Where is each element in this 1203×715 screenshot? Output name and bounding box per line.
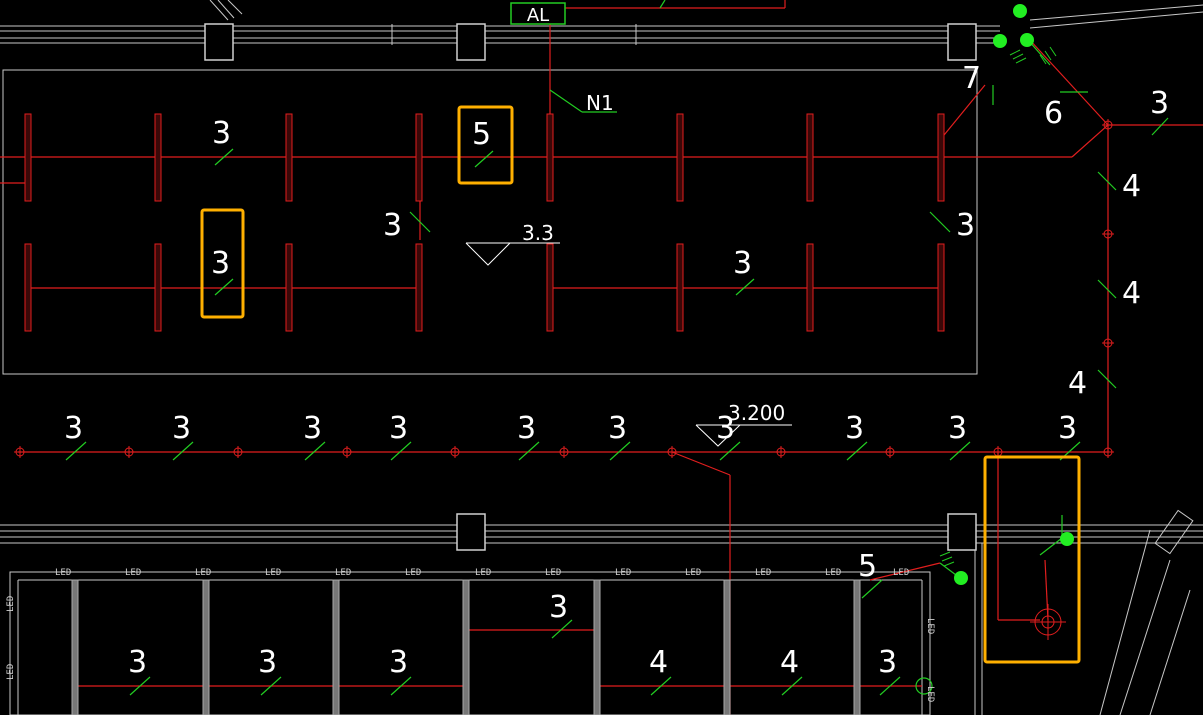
led-label: LED bbox=[335, 568, 351, 578]
count-label: 3 bbox=[608, 411, 627, 446]
count-label: 3 bbox=[212, 116, 231, 151]
elevation-label-corridor: 3.200 bbox=[728, 401, 785, 425]
device-dots bbox=[954, 4, 1074, 585]
led-label: LED bbox=[265, 568, 281, 578]
count-label: 4 bbox=[649, 645, 668, 680]
led-strips bbox=[71, 579, 861, 715]
count-label: 3 bbox=[211, 246, 230, 281]
count-label: 6 bbox=[1044, 96, 1063, 131]
count-label: 4 bbox=[1122, 276, 1141, 311]
count-label: 3 bbox=[383, 208, 402, 243]
led-label: LED bbox=[6, 664, 16, 680]
count-label: 3 bbox=[1058, 411, 1077, 446]
led-label: LED bbox=[125, 568, 141, 578]
count-label: 4 bbox=[780, 645, 799, 680]
highlight-box bbox=[200, 208, 245, 319]
count-label: 3 bbox=[733, 246, 752, 281]
elevation-marker-corridor bbox=[695, 424, 792, 447]
highlight-boxes bbox=[200, 105, 1081, 664]
count-label: 3 bbox=[549, 590, 568, 625]
circuit-ticks bbox=[65, 0, 1169, 696]
downlights bbox=[14, 119, 1114, 640]
count-label: 4 bbox=[1068, 366, 1087, 401]
led-label: LED bbox=[685, 568, 701, 578]
panel-box bbox=[510, 2, 566, 25]
count-label: 3 bbox=[517, 411, 536, 446]
led-label: LED bbox=[475, 568, 491, 578]
led-label: LED bbox=[925, 618, 935, 634]
led-label: LED bbox=[405, 568, 421, 578]
led-label: LED bbox=[925, 686, 935, 702]
count-label: 5 bbox=[472, 117, 491, 152]
light-fixtures bbox=[24, 113, 945, 332]
count-label: 3 bbox=[303, 411, 322, 446]
count-label: 5 bbox=[858, 549, 877, 584]
elevation-label-upper: 3.3 bbox=[522, 221, 554, 245]
highlight-box bbox=[983, 455, 1081, 664]
led-label: LED bbox=[825, 568, 841, 578]
count-label: 3 bbox=[389, 411, 408, 446]
panel-label: AL bbox=[527, 5, 549, 26]
led-labels: LED LED LED LED LED LED LED LED LED LED … bbox=[6, 568, 935, 702]
circuit-count-labels: 3 5 3 3 3 3 7 6 3 4 4 4 3 3 3 3 3 3 3 3 … bbox=[64, 61, 1169, 680]
led-label: LED bbox=[6, 596, 16, 612]
count-label: 3 bbox=[128, 645, 147, 680]
count-label: 3 bbox=[172, 411, 191, 446]
led-label: LED bbox=[195, 568, 211, 578]
count-label: 3 bbox=[389, 645, 408, 680]
elevation-marker-upper bbox=[465, 242, 560, 266]
count-label: 7 bbox=[962, 61, 981, 96]
highlight-box bbox=[457, 105, 514, 185]
count-label: 3 bbox=[64, 411, 83, 446]
led-label: LED bbox=[755, 568, 771, 578]
count-label: 3 bbox=[258, 645, 277, 680]
led-label: LED bbox=[55, 568, 71, 578]
led-label: LED bbox=[545, 568, 561, 578]
count-label: 3 bbox=[878, 645, 897, 680]
count-label: 3 bbox=[716, 411, 735, 446]
led-label: LED bbox=[893, 568, 909, 578]
count-label: 3 bbox=[845, 411, 864, 446]
circuit-label: N1 bbox=[586, 91, 614, 115]
count-label: 3 bbox=[1150, 86, 1169, 121]
count-label: 3 bbox=[956, 208, 975, 243]
count-label: 3 bbox=[948, 411, 967, 446]
exit-fixture bbox=[915, 677, 933, 695]
switch-hatches bbox=[939, 46, 1057, 567]
led-label: LED bbox=[615, 568, 631, 578]
columns bbox=[204, 23, 977, 551]
count-label: 4 bbox=[1122, 169, 1141, 204]
